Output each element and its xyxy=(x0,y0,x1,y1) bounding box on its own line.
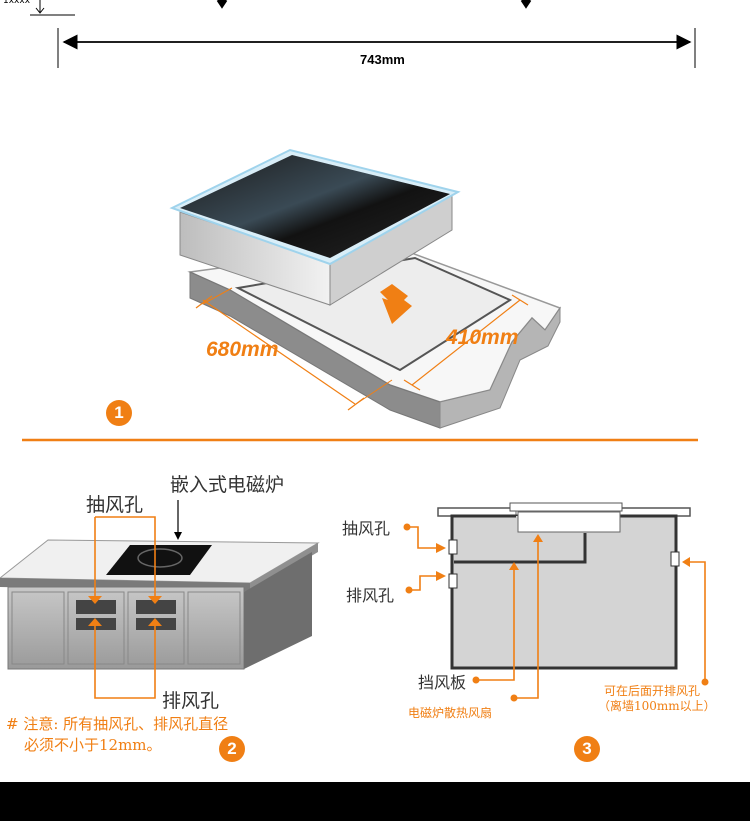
builtin-cooktop-label: 嵌入式电磁炉 xyxy=(170,474,285,496)
intake-hole-label: 抽风孔 xyxy=(86,494,144,516)
depth-dimension-label: 410mm xyxy=(446,326,519,349)
island-cabinet-side xyxy=(244,552,312,669)
length-dimension-label: 680mm xyxy=(206,338,279,361)
dim-410-tick2 xyxy=(511,294,529,306)
rear-vent-label-1: 可在后面开排风孔 xyxy=(604,684,701,698)
island-cabinet-front xyxy=(7,586,245,670)
top-cut-marks xyxy=(216,0,532,9)
top-dimension xyxy=(30,0,696,68)
corner-label: 1xxxx xyxy=(3,0,31,6)
section-cooktop-top xyxy=(509,502,623,512)
dim-680-ext1 xyxy=(202,287,233,305)
down-arrow xyxy=(380,284,412,324)
step-3-badge: 3 xyxy=(574,736,600,762)
rear-vent-label-2: （离墙100mm以上） xyxy=(598,699,716,713)
fan-label: 电磁炉散热风扇 xyxy=(408,706,493,720)
countertop-edge-right xyxy=(439,306,561,429)
corner-arrow xyxy=(35,7,45,14)
step-2-badge: 2 xyxy=(219,736,245,762)
panel1-illustration xyxy=(169,148,562,429)
dim-680-ext2 xyxy=(355,379,393,405)
panel3-callouts xyxy=(404,526,706,699)
exhaust-vent xyxy=(448,573,458,589)
island-cooktop xyxy=(106,545,212,575)
rear-vent xyxy=(670,551,680,567)
intake-vent xyxy=(448,539,458,555)
section-intake-label: 抽风孔 xyxy=(342,519,391,538)
cooktop-glass xyxy=(180,155,450,258)
bottom-black-band xyxy=(0,782,750,821)
dim-680-line xyxy=(202,299,356,405)
panel2-callouts xyxy=(94,516,156,699)
exhaust-hole-label: 排风孔 xyxy=(162,690,220,712)
dim-410-line xyxy=(411,299,521,386)
note-line-1: # 注意: 所有抽风孔、排风孔直径 xyxy=(6,715,229,733)
dim-680-tick1 xyxy=(195,295,213,309)
dim-410-tick1 xyxy=(403,379,421,391)
step-1-badge: 1 xyxy=(106,400,132,426)
cooktop-burner xyxy=(137,548,183,568)
panel2-illustration xyxy=(0,500,320,699)
panel3-illustration xyxy=(403,502,709,702)
section-exhaust-label: 排风孔 xyxy=(346,586,395,605)
baffle-label: 挡风板 xyxy=(418,673,467,692)
width-dimension-label: 743mm xyxy=(360,52,405,67)
section-cabinet xyxy=(450,514,678,670)
note-line-2: 必须不小于12mm。 xyxy=(24,736,162,754)
cabinet-doors xyxy=(11,591,241,665)
baffle-plate xyxy=(454,533,587,564)
